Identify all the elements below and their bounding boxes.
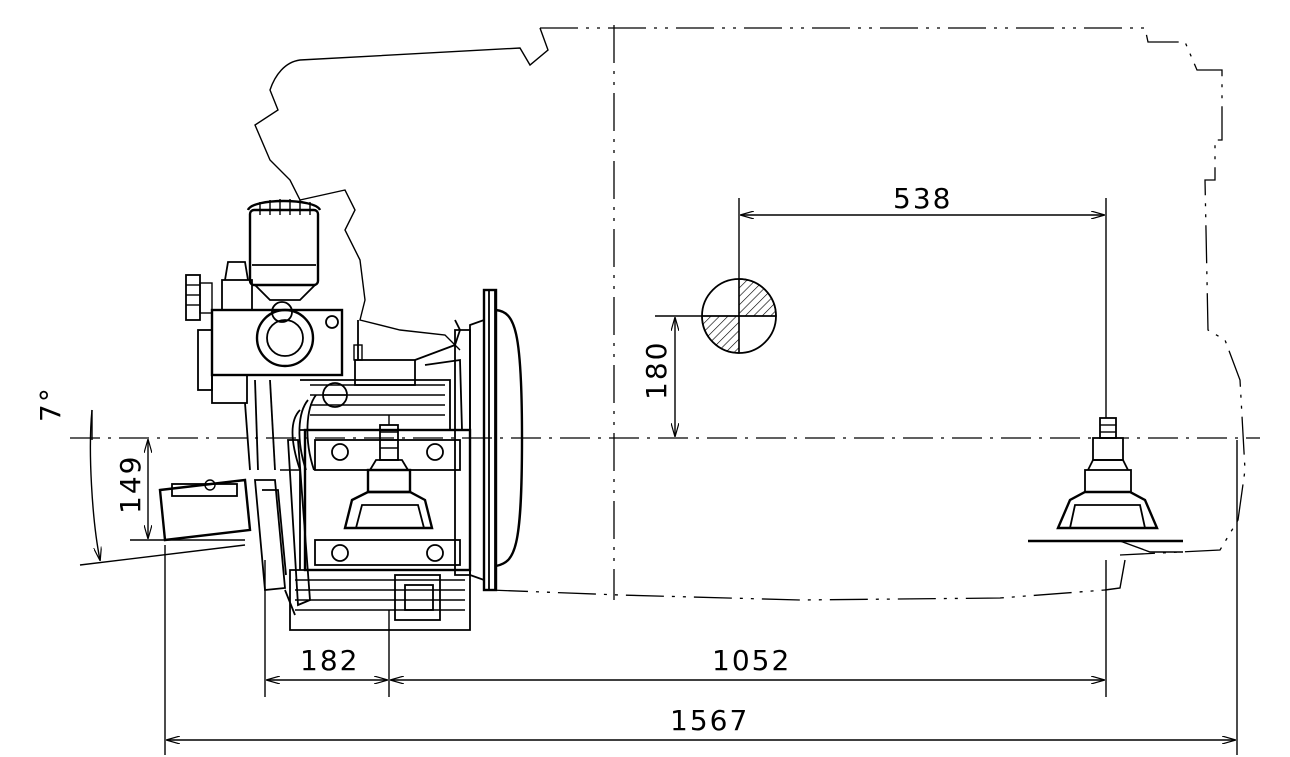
dimension-149: 149 [114,440,245,541]
dimension-180: 180 [640,315,702,436]
dimension-1567-label: 1567 [670,704,749,737]
dimension-1052-label: 1052 [712,644,791,677]
dimension-1567: 1567 [164,440,1238,755]
dimension-538-label: 538 [893,182,952,215]
dimension-182-1052: 182 1052 [264,560,1107,697]
dimension-182-label: 182 [300,644,359,677]
dimension-149-label: 149 [114,455,147,514]
dimension-180-label: 180 [640,341,673,400]
angle-7-degree: 7° [34,386,246,566]
engine-body [158,199,524,631]
center-of-gravity-symbol [701,278,777,354]
dimension-538: 538 [738,182,1107,410]
angle-7-label: 7° [34,386,67,422]
rear-engine-mount [1028,410,1183,553]
hull-outline [254,27,1246,601]
